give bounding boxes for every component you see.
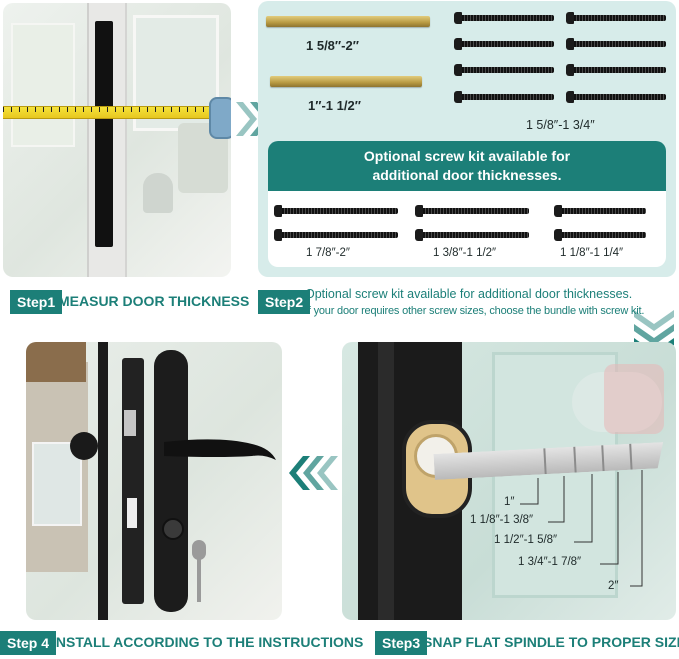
screw bbox=[554, 229, 646, 241]
spindle-size-3: 1 1/2″-1 5/8″ bbox=[494, 534, 558, 546]
step4-caption: INSTALL ACCORDING TO THE INSTRUCTIONS bbox=[52, 634, 364, 650]
spindle-size-4: 1 3/4″-1 7/8″ bbox=[518, 556, 582, 568]
screw bbox=[554, 205, 646, 217]
step1-caption: MEASUR DOOR THICKNESS bbox=[58, 293, 250, 309]
spindle-label-short: 1″-1 1/2″ bbox=[308, 98, 361, 113]
optional-kit-banner-line1: Optional screw kit available for bbox=[363, 148, 571, 164]
spindle-label-long: 1 5/8″-2″ bbox=[306, 38, 359, 53]
step2-tag: Step2 bbox=[258, 290, 311, 314]
optional-kit-banner: Optional screw kit available for additio… bbox=[268, 141, 666, 191]
spindle-size-2: 1 1/8″-1 3/8″ bbox=[470, 514, 534, 526]
step3-tag: Step3 bbox=[375, 631, 428, 655]
screw bbox=[454, 38, 554, 50]
screw bbox=[454, 12, 554, 24]
screw bbox=[566, 38, 666, 50]
step3-caption: SNAP FLAT SPINDLE TO PROPER SIZE bbox=[423, 634, 679, 650]
screw bbox=[454, 91, 554, 103]
step1-photo bbox=[3, 3, 231, 277]
screw bbox=[454, 64, 554, 76]
optional-kit-banner-line2: additional door thicknesses. bbox=[372, 167, 562, 183]
screw bbox=[566, 91, 666, 103]
spindle-size-5: 2″ bbox=[608, 580, 619, 592]
spindle-size-1: 1″ bbox=[504, 496, 515, 508]
handle-backplate bbox=[154, 350, 188, 612]
tape-measure-case bbox=[209, 97, 231, 139]
screw-label-standard: 1 5/8″-1 3/4″ bbox=[526, 118, 595, 132]
kit-label-3: 1 1/8″-1 1/4″ bbox=[560, 247, 624, 259]
screw bbox=[274, 205, 398, 217]
mortise-lock bbox=[122, 358, 144, 604]
step4-photo bbox=[26, 342, 282, 620]
door-edge bbox=[98, 342, 108, 620]
spindle-long bbox=[266, 16, 430, 27]
step2-hardware-panel: 1 5/8″-2″ 1″-1 1/2″ 1 5/8″-1 3/4″ Option… bbox=[258, 1, 676, 277]
screw bbox=[566, 64, 666, 76]
screw bbox=[415, 229, 529, 241]
door-edge-slot bbox=[95, 21, 113, 247]
tape-measure bbox=[3, 106, 218, 119]
screw bbox=[274, 229, 398, 241]
key-cylinder bbox=[162, 518, 184, 540]
lever-handle bbox=[164, 439, 276, 460]
step1-tag: Step1 bbox=[10, 290, 63, 314]
key-icon bbox=[192, 540, 206, 560]
arrow-left-icon bbox=[289, 456, 338, 490]
step3-photo: 1″ 1 1/8″-1 3/8″ 1 1/2″-1 5/8″ 1 3/4″-1 … bbox=[342, 342, 676, 620]
step2-caption: Optional screw kit available for additio… bbox=[305, 287, 633, 301]
spindle-short bbox=[270, 76, 422, 87]
kit-label-2: 1 3/8″-1 1/2″ bbox=[433, 247, 497, 259]
kit-label-1: 1 7/8″-2″ bbox=[306, 247, 350, 259]
step2-subcaption: If your door requires other screw sizes,… bbox=[305, 305, 645, 317]
screw bbox=[415, 205, 529, 217]
inside-knob bbox=[70, 432, 98, 460]
step4-tag: Step 4 bbox=[0, 631, 57, 655]
screw bbox=[566, 12, 666, 24]
